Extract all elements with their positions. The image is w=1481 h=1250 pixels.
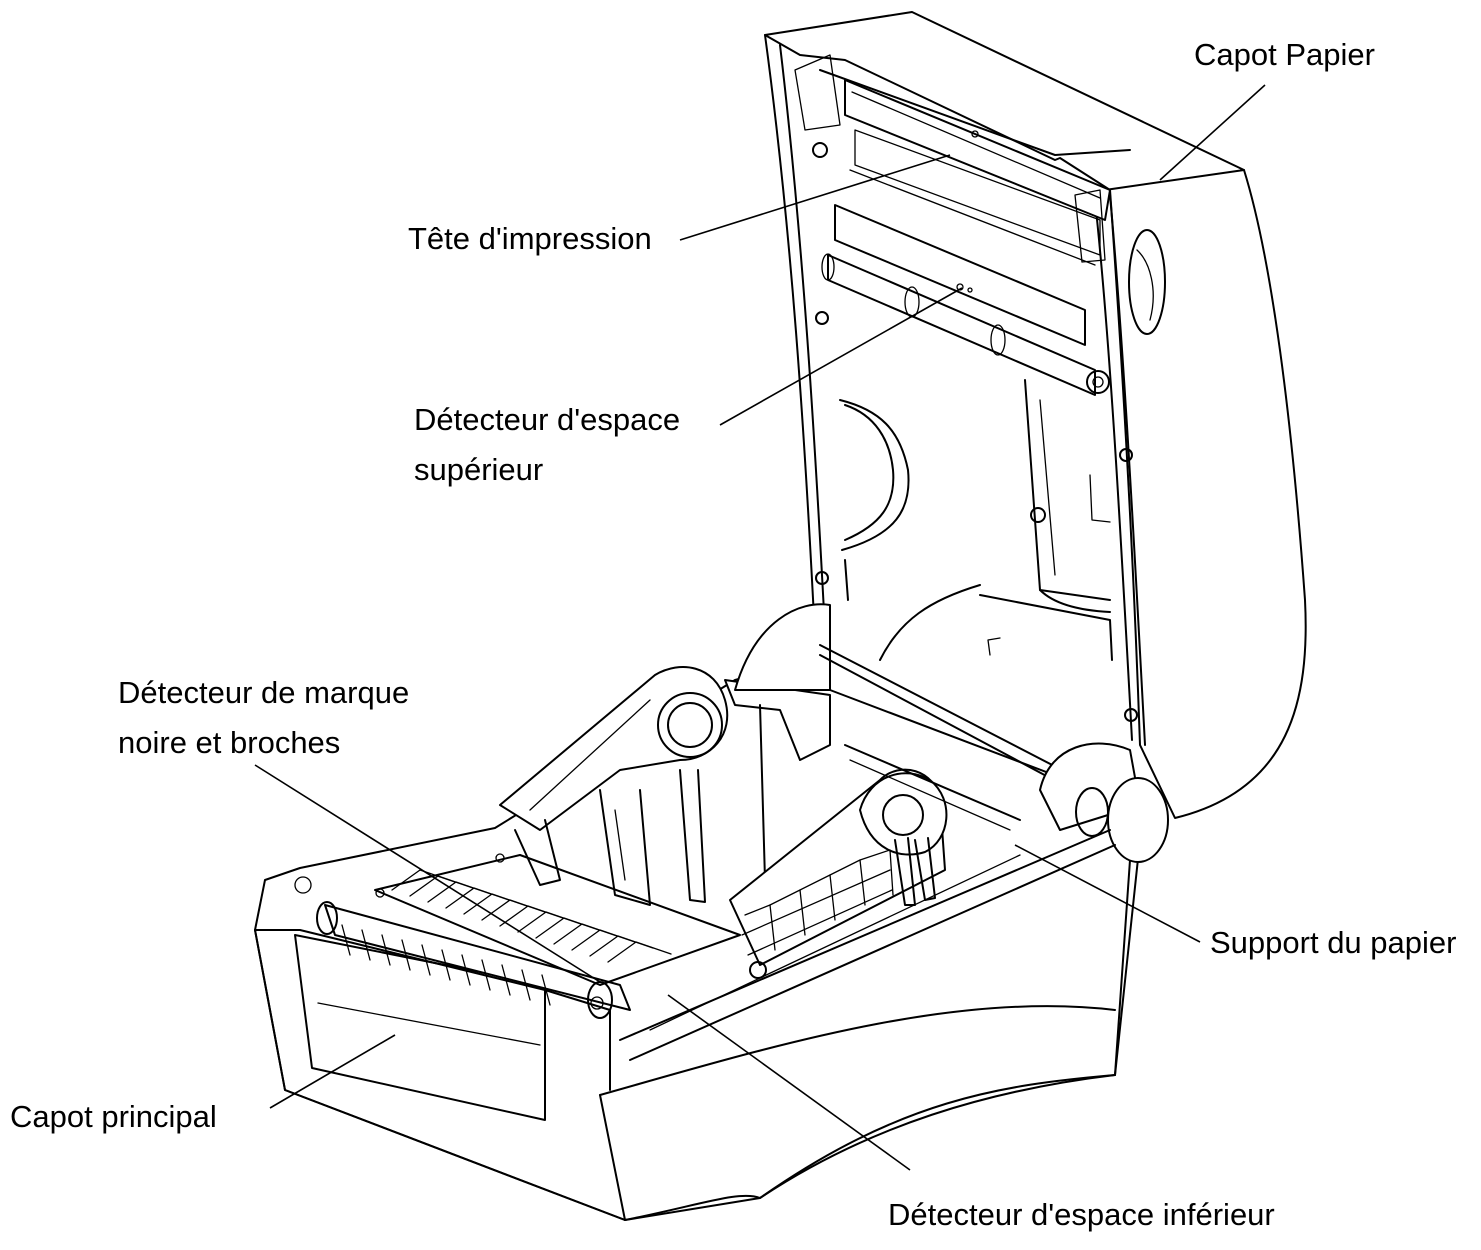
paper-cover xyxy=(764,11,1307,819)
leader-detecteur-inferieur xyxy=(667,994,911,1171)
leader-tete-impression xyxy=(679,154,951,241)
label-capot-principal: Capot principal xyxy=(10,1099,217,1134)
label-detecteur-marque: Détecteur de marque noire et broches xyxy=(118,675,410,760)
label-tete-impression: Tête d'impression xyxy=(408,221,652,256)
leader-lines xyxy=(254,84,1266,1171)
leader-detecteur-superieur xyxy=(719,287,963,426)
leader-capot-principal xyxy=(269,1034,396,1109)
main-body xyxy=(254,603,1169,1221)
label-detecteur-superieur: Détecteur d'espace supérieur xyxy=(414,402,681,487)
label-support-papier: Support du papier xyxy=(1210,925,1457,960)
leader-detecteur-marque xyxy=(254,764,601,983)
leader-capot-papier xyxy=(1159,84,1266,181)
label-capot-papier: Capot Papier xyxy=(1194,37,1375,72)
leader-support-papier xyxy=(1014,844,1201,943)
label-detecteur-inferieur: Détecteur d'espace inférieur xyxy=(888,1197,1275,1232)
